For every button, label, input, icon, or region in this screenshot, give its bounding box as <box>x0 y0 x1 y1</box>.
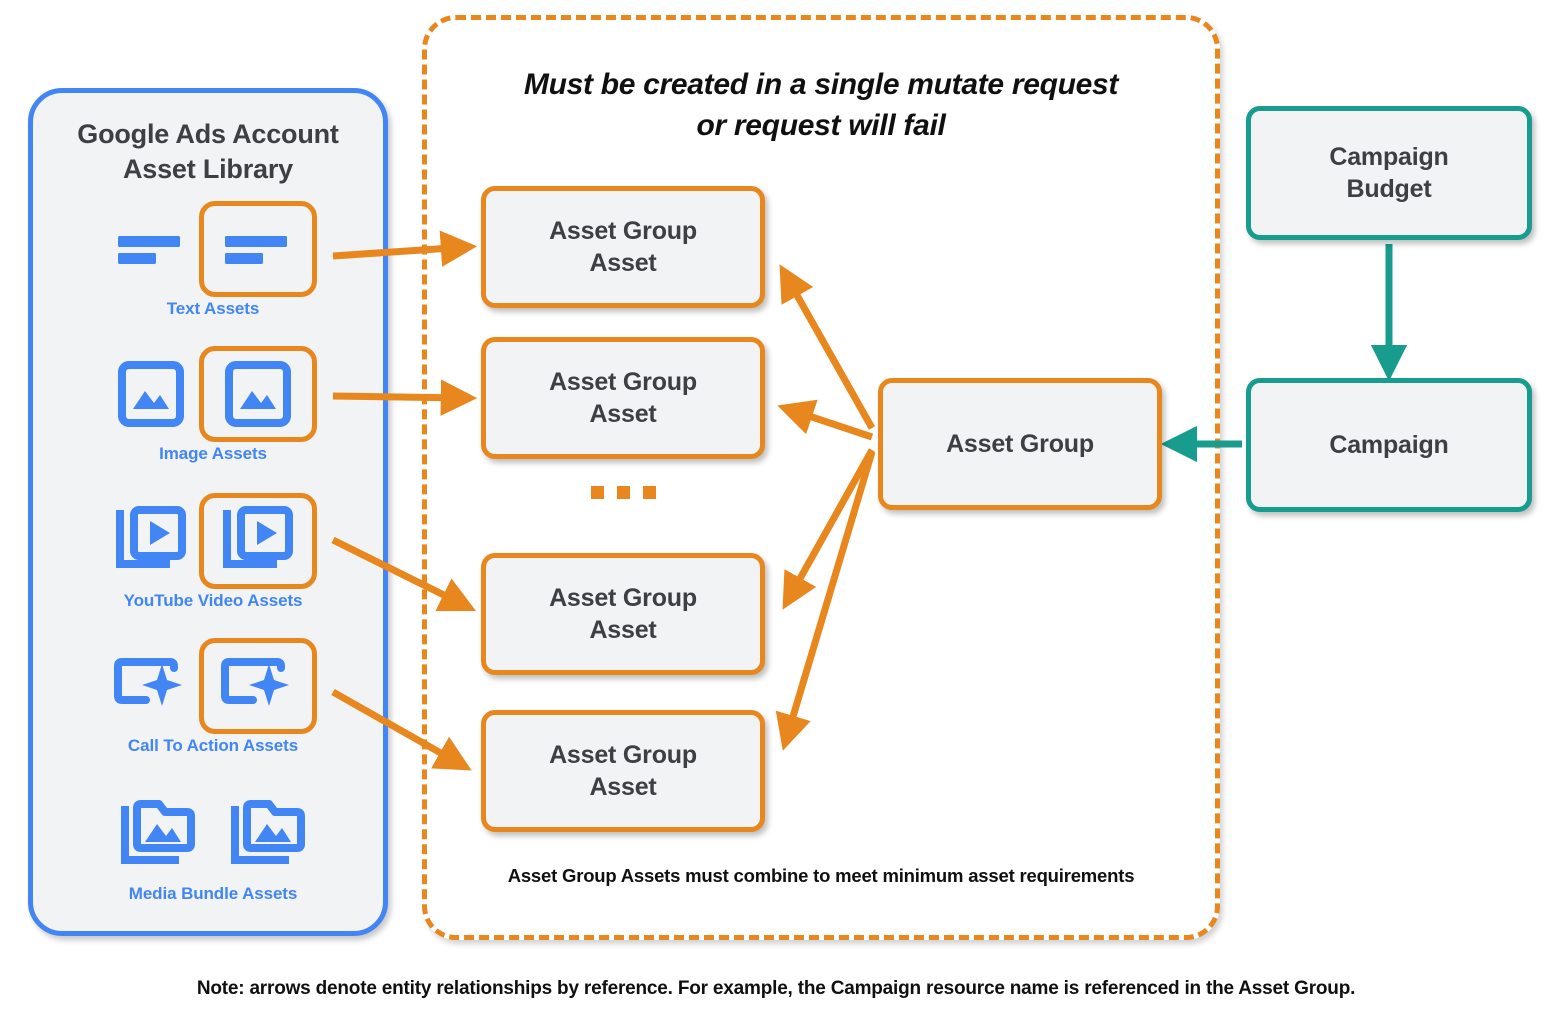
campaign-budget-node[interactable]: Campaign Budget <box>1246 106 1532 240</box>
asset-group-asset-node-3[interactable]: Asset Group Asset <box>481 553 765 675</box>
mutate-request-title: Must be created in a single mutate reque… <box>467 65 1175 147</box>
asset-library-title: Google Ads Account Asset Library <box>33 117 383 186</box>
text-asset-icon[interactable] <box>109 207 193 291</box>
campaign-budget-line2: Budget <box>1346 175 1432 203</box>
asset-row-media-bundle: Media Bundle Assets <box>33 786 393 904</box>
asset-caption-image: Image Assets <box>159 444 267 463</box>
library-title-line1: Google Ads Account <box>77 119 339 149</box>
asset-caption-video: YouTube Video Assets <box>123 591 303 610</box>
asset-row-video: YouTube Video Assets <box>33 493 393 611</box>
asset-caption-cta: Call To Action Assets <box>127 736 299 755</box>
aga-2-line1: Asset Group <box>549 367 697 396</box>
media-bundle-icon[interactable] <box>116 792 200 876</box>
aga-3-line1: Asset Group <box>549 583 697 612</box>
text-asset-icon-selected[interactable] <box>199 201 317 297</box>
asset-icons-media-bundle <box>33 786 393 882</box>
aga-2-line2: Asset <box>589 400 657 428</box>
campaign-node[interactable]: Campaign <box>1246 378 1532 512</box>
mutate-title-line2: or request will fail <box>696 108 946 142</box>
mutate-footnote: Asset Group Assets must combine to meet … <box>507 865 1135 886</box>
asset-caption-text: Text Assets <box>166 299 260 318</box>
diagram-note: Note: arrows denote entity relationships… <box>196 978 1356 999</box>
image-asset-icon-selected[interactable] <box>199 346 317 442</box>
aga-4-line1: Asset Group <box>549 740 697 769</box>
call-to-action-icon[interactable] <box>109 644 193 728</box>
ellipsis-dot-1 <box>590 486 604 499</box>
library-title-line2: Asset Library <box>123 153 293 184</box>
video-asset-icon-selected[interactable] <box>199 493 317 589</box>
asset-caption-media-bundle: Media Bundle Assets <box>128 884 298 903</box>
campaign-label: Campaign <box>1329 430 1449 459</box>
ellipsis-dot-3 <box>642 486 656 499</box>
asset-icons-video <box>33 493 393 589</box>
asset-icons-text <box>33 201 393 297</box>
asset-row-cta: Call To Action Assets <box>33 638 393 756</box>
ellipsis-icon <box>481 486 765 499</box>
image-asset-icon[interactable] <box>109 352 193 436</box>
asset-group-asset-node-2[interactable]: Asset Group Asset <box>481 337 765 459</box>
aga-1-line2: Asset <box>589 249 657 277</box>
asset-icons-image <box>33 346 393 442</box>
mutate-title-line1: Must be created in a single mutate reque… <box>523 68 1119 101</box>
asset-row-image: Image Assets <box>33 346 393 464</box>
video-asset-icon[interactable] <box>109 499 193 583</box>
asset-group-asset-node-4[interactable]: Asset Group Asset <box>481 710 765 832</box>
campaign-budget-line1: Campaign <box>1329 142 1449 171</box>
asset-group-label: Asset Group <box>946 429 1094 458</box>
asset-group-node[interactable]: Asset Group <box>878 378 1162 510</box>
asset-row-text: Text Assets <box>33 201 393 319</box>
asset-icons-cta <box>33 638 393 734</box>
asset-group-asset-node-1[interactable]: Asset Group Asset <box>481 186 765 308</box>
aga-1-line1: Asset Group <box>549 216 697 245</box>
ellipsis-dot-2 <box>616 486 630 499</box>
media-bundle-icon-2[interactable] <box>226 792 310 876</box>
asset-library-panel: Google Ads Account Asset Library <box>28 88 388 936</box>
call-to-action-icon-selected[interactable] <box>199 638 317 734</box>
aga-3-line2: Asset <box>589 616 657 644</box>
aga-4-line2: Asset <box>589 773 657 801</box>
